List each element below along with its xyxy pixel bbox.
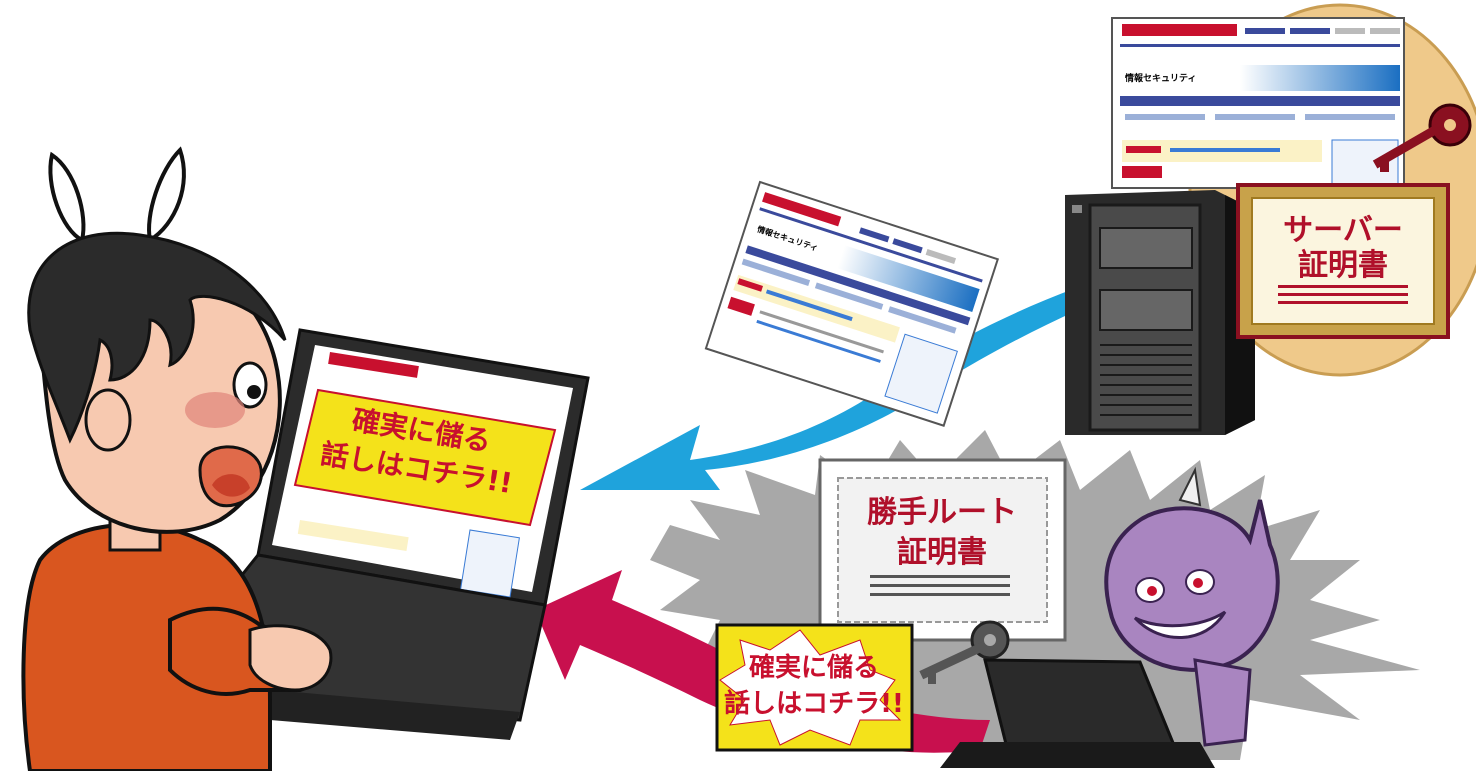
server-webpage: 情報セキュリティ — [1111, 17, 1405, 189]
hacker-laptop — [940, 658, 1215, 768]
rogue-cert-line1: 勝手ルート — [867, 495, 1017, 530]
devil-hacker — [1104, 466, 1280, 747]
fake-ad-line1: 確実に儲る — [749, 652, 879, 683]
surprised-user — [21, 146, 333, 771]
server-cert-line1: サーバー — [1283, 213, 1403, 248]
server-site-title: 情報セキュリティ — [1124, 72, 1196, 84]
server-key-icon — [1372, 103, 1472, 172]
rogue-cert-line2: 証明書 — [897, 535, 987, 570]
fake-ad-line2: 話しはコチラ!! — [724, 688, 904, 719]
floating-webpage: 情報セキュリティ — [704, 180, 1000, 427]
server-cert-line2: 証明書 — [1298, 248, 1388, 283]
server-tower — [1065, 190, 1255, 435]
server-certificate: サーバー 証明書 — [1236, 183, 1450, 339]
fake-ad-sign: 確実に儲る 話しはコチラ!! — [715, 623, 914, 752]
rogue-key-icon — [919, 620, 1010, 684]
user-laptop: 確実に儲る 話しはコチラ!! — [147, 328, 590, 740]
blue-arrow — [580, 258, 1175, 490]
rogue-root-certificate: 勝手ルート 証明書 — [818, 458, 1067, 642]
